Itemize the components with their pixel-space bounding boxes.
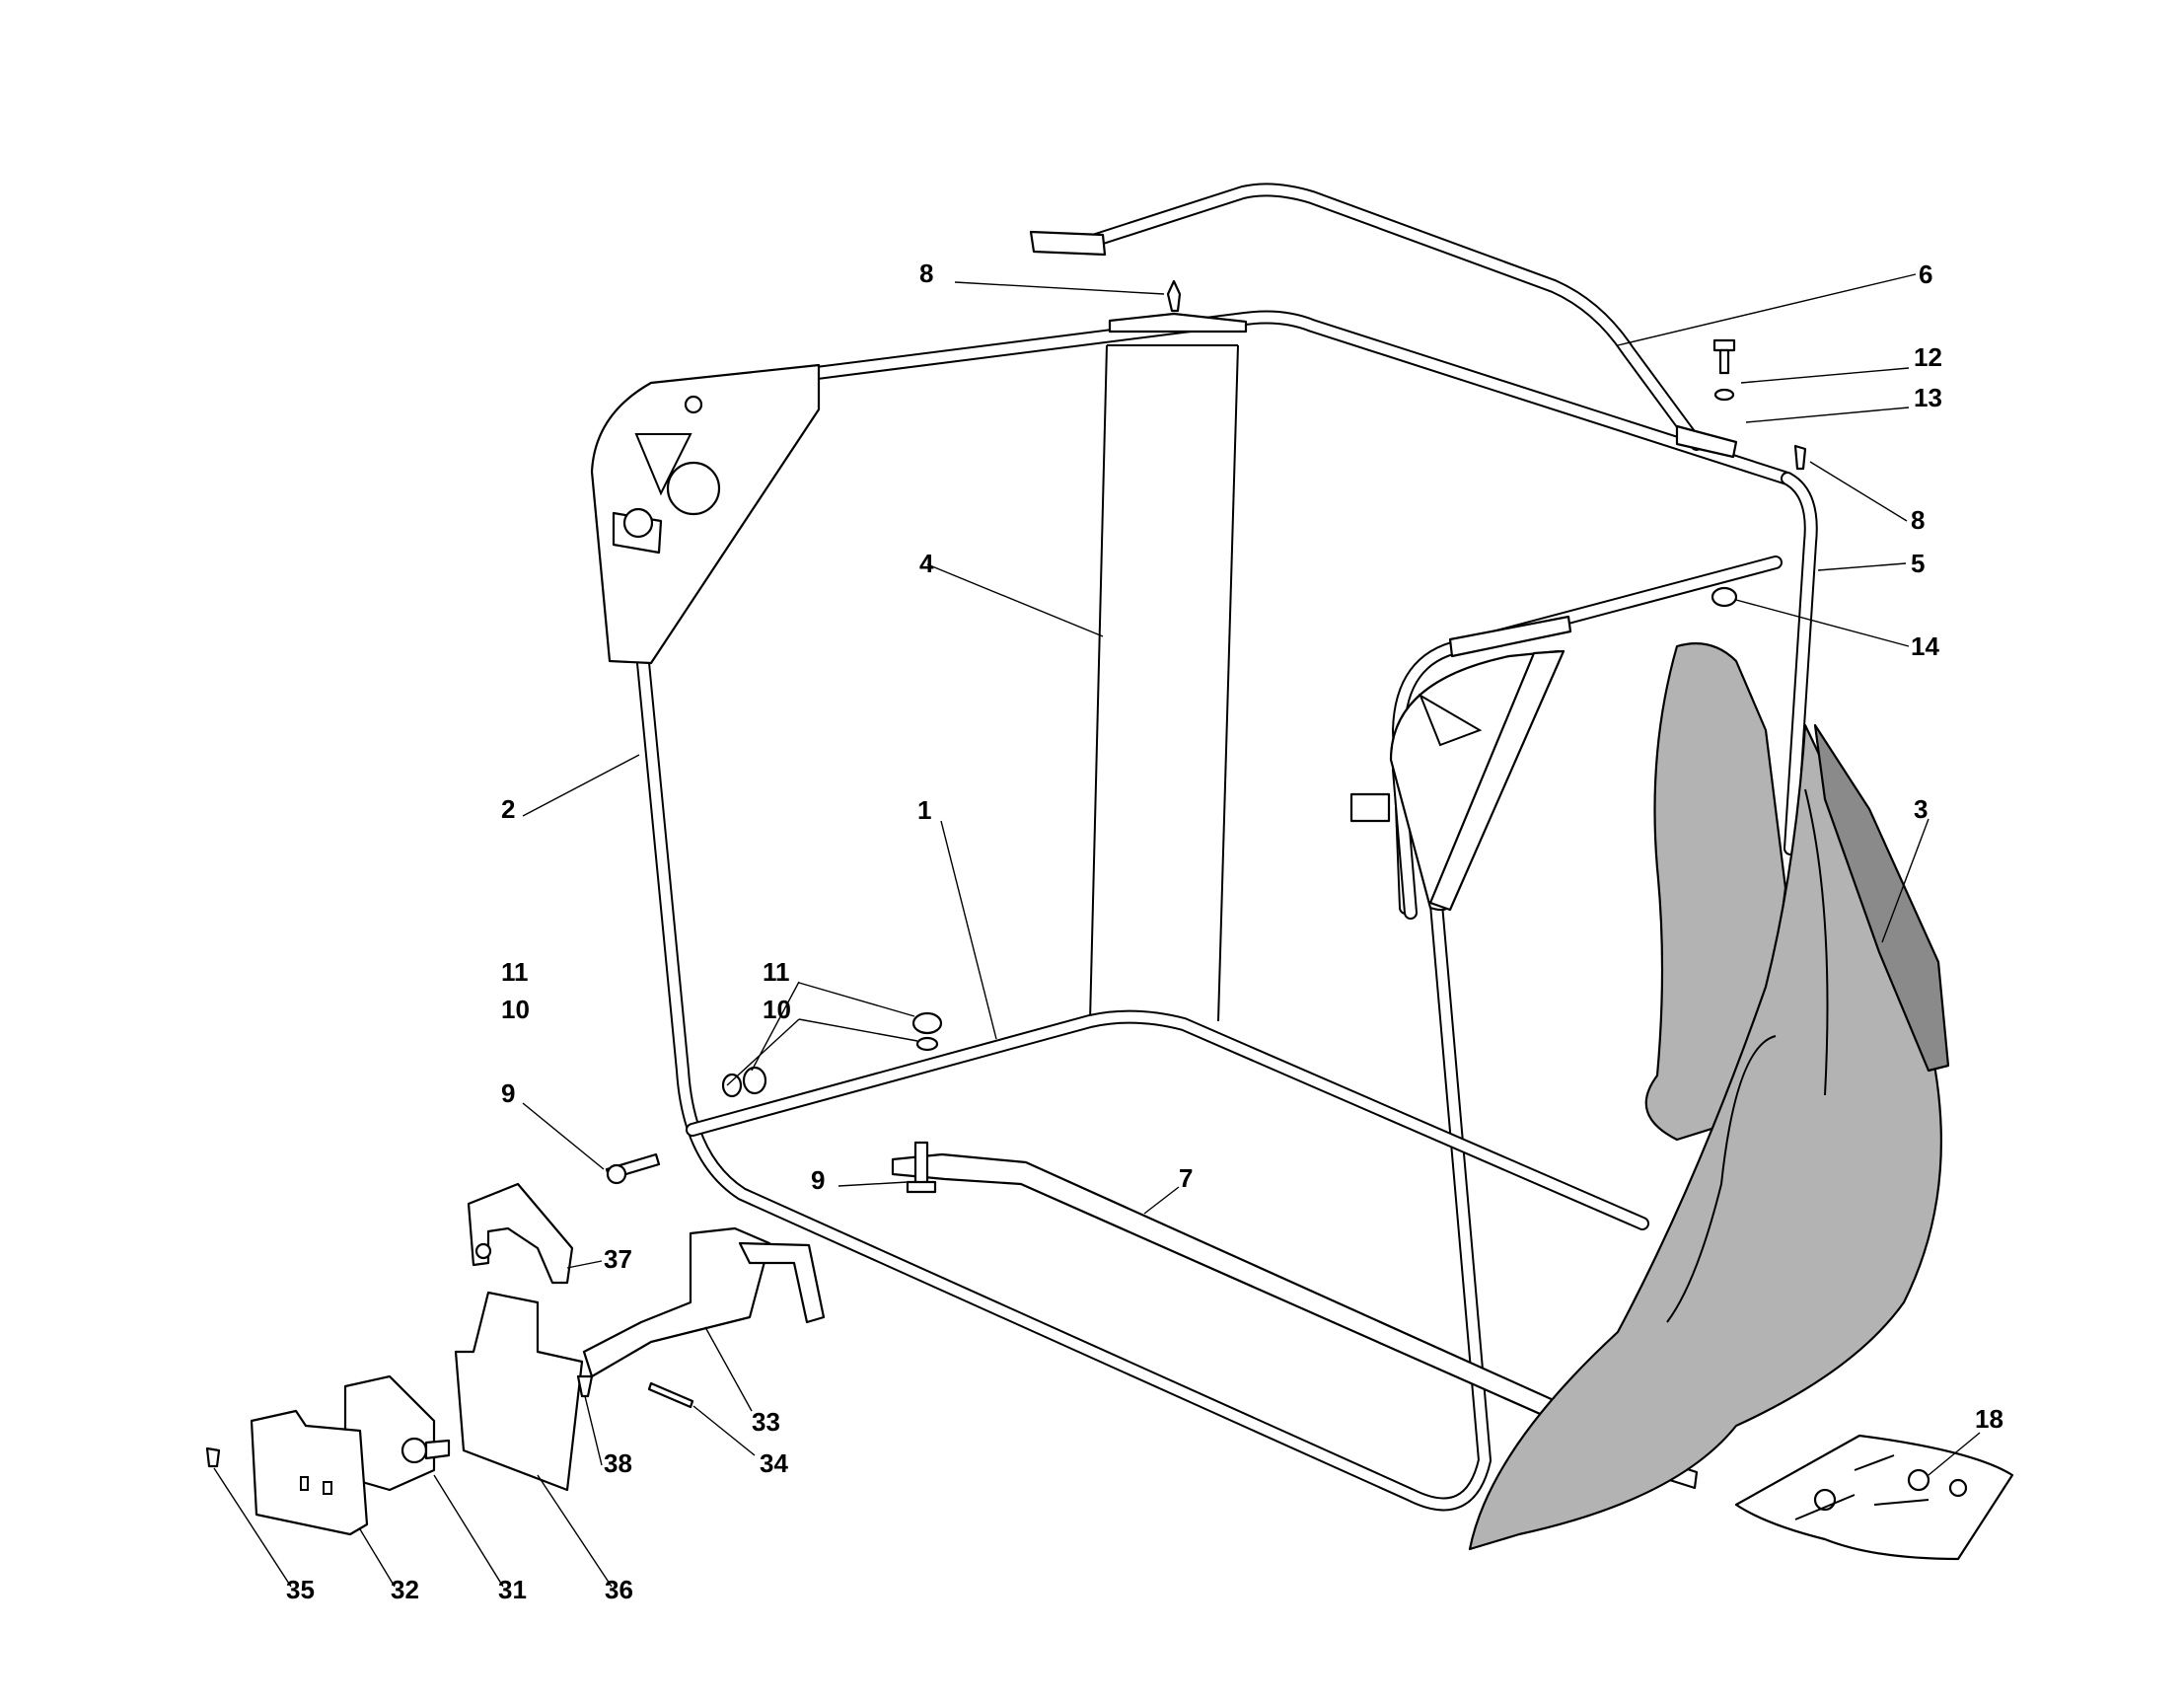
right-side-plate — [1349, 649, 1565, 912]
callout-34: 34 — [760, 1448, 788, 1478]
back-panel — [1089, 344, 1239, 1022]
callout-13: 13 — [1914, 383, 1942, 412]
callout-35: 35 — [286, 1575, 315, 1604]
callout-11-mid: 11 — [763, 957, 790, 987]
callout-4: 4 — [919, 549, 934, 578]
callout-11-left: 11 — [501, 957, 529, 987]
top-handle — [1029, 183, 1738, 459]
callout-8-top: 8 — [919, 259, 933, 288]
callout-10-mid: 10 — [763, 995, 791, 1024]
latch-assembly — [205, 1182, 826, 1536]
callout-38: 38 — [604, 1448, 632, 1478]
callout-7: 7 — [1179, 1163, 1193, 1193]
grass-bag — [1468, 642, 1950, 1551]
callout-labels: 8 6 12 13 8 4 5 14 2 1 3 11 10 11 10 9 9… — [286, 259, 2003, 1604]
callout-1: 1 — [917, 795, 931, 825]
left-side-plate — [590, 363, 821, 665]
callout-8-right: 8 — [1911, 505, 1925, 535]
callout-2: 2 — [501, 794, 515, 824]
callout-6: 6 — [1919, 259, 1932, 289]
callout-5: 5 — [1911, 549, 1925, 578]
fasteners — [605, 279, 1807, 1194]
callout-14: 14 — [1911, 631, 1939, 661]
hardware-kit-bag — [1734, 1434, 2014, 1561]
callout-18: 18 — [1975, 1404, 2003, 1434]
callout-9-mid: 9 — [811, 1165, 825, 1195]
callout-37: 37 — [604, 1244, 632, 1274]
callout-36: 36 — [605, 1575, 633, 1604]
callout-9-left: 9 — [501, 1078, 515, 1108]
callout-10-left: 10 — [501, 995, 530, 1024]
callout-32: 32 — [391, 1575, 419, 1604]
callout-31: 31 — [498, 1575, 527, 1604]
leader-lines — [213, 273, 1981, 1588]
callout-33: 33 — [752, 1407, 780, 1437]
callout-12: 12 — [1914, 342, 1942, 372]
callout-3: 3 — [1914, 794, 1928, 824]
